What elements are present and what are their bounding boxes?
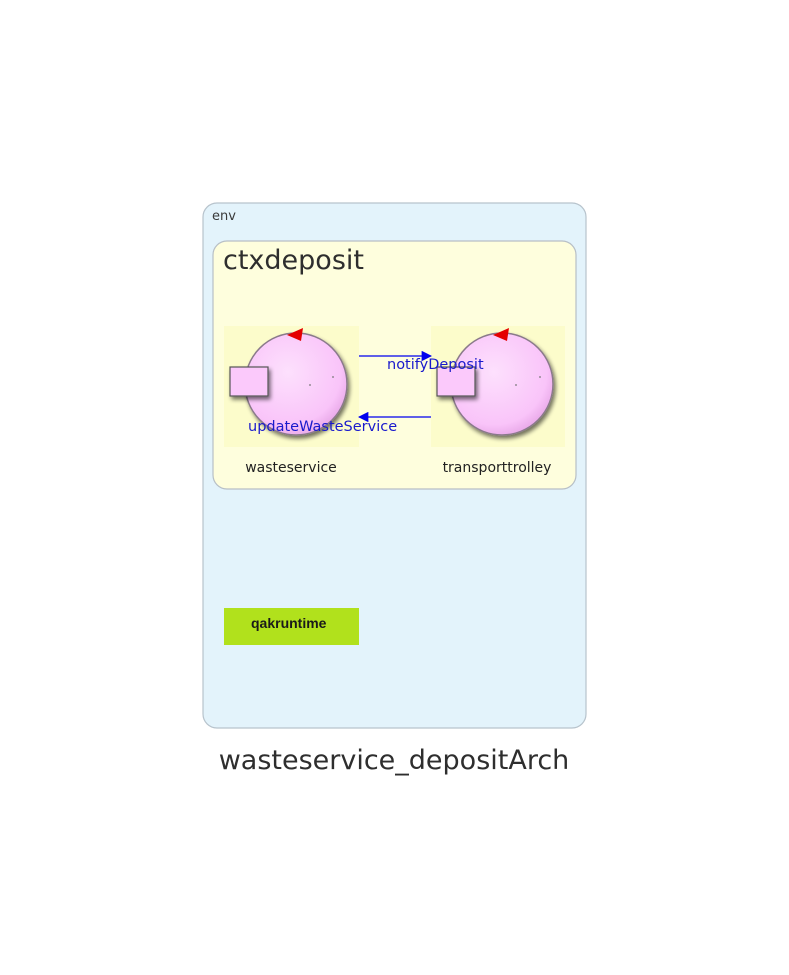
runtime-box: [224, 608, 359, 645]
actor-mailbox-icon: [229, 366, 269, 397]
actor-state-marker-icon: [493, 328, 509, 341]
actor-label: wasteservice: [245, 460, 337, 476]
actor-state-marker-icon: [287, 328, 303, 341]
env-label: env: [212, 209, 236, 224]
actor-transporttrolley[interactable]: transporttrolley: [431, 326, 565, 476]
actor-wasteservice[interactable]: wasteservice: [224, 326, 359, 476]
context-label: ctxdeposit: [223, 245, 364, 276]
actor-dot-icon: [309, 384, 311, 386]
actor-dot-icon: [332, 376, 334, 378]
message-label: notifyDeposit: [387, 357, 484, 373]
runtime-node[interactable]: qakruntime: [224, 608, 359, 645]
runtime-label: qakruntime: [251, 615, 327, 631]
actor-dot-icon: [515, 384, 517, 386]
message-notifydeposit: notifyDeposit: [359, 350, 484, 373]
message-label: updateWasteService: [248, 419, 397, 435]
actor-mailbox-icon: [436, 366, 476, 397]
actor-dot-icon: [539, 376, 541, 378]
actor-label: transporttrolley: [443, 460, 552, 476]
diagram-title: wasteservice_depositArch: [219, 745, 570, 776]
message-updatewasteservice: updateWasteService: [248, 411, 431, 435]
